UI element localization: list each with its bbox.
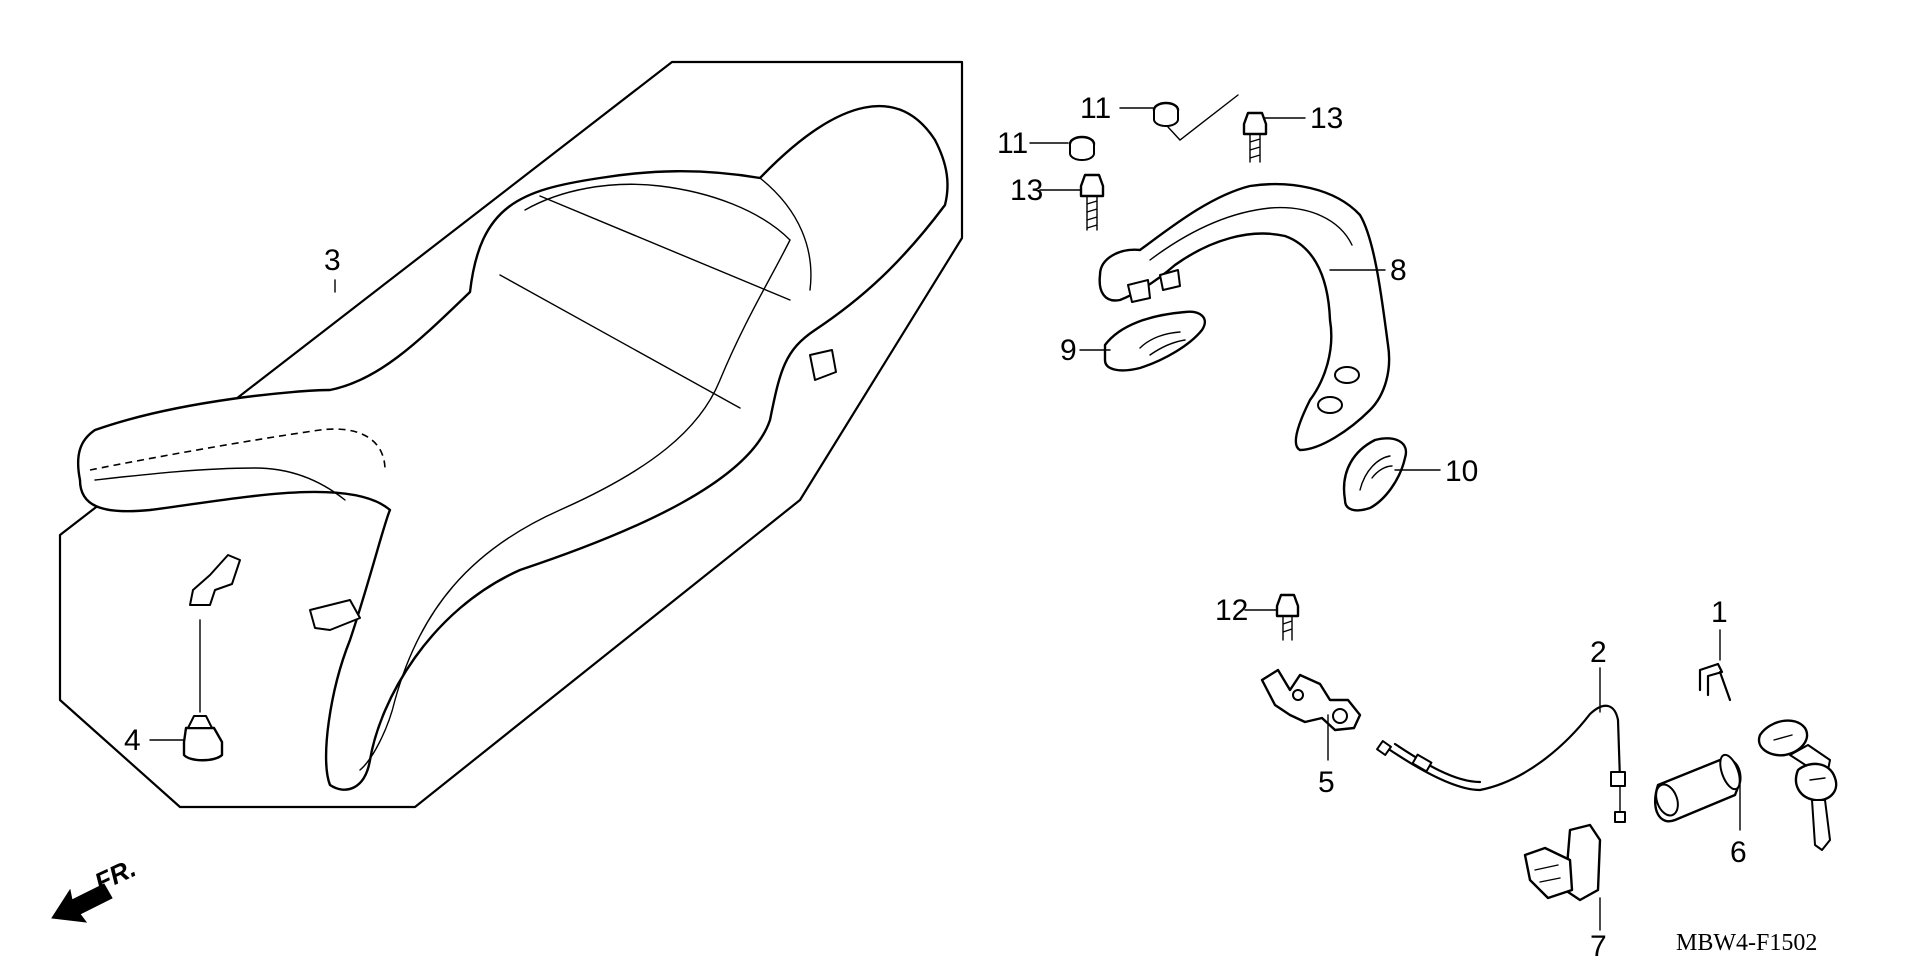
latch-hook-detail — [1534, 864, 1561, 883]
cap-upper-side — [1153, 110, 1179, 127]
bolt-13-lower-thread — [1086, 195, 1098, 231]
seat-latch[interactable] — [1523, 823, 1602, 902]
rail-bolt-hole-2 — [1317, 396, 1343, 414]
leader-lines — [149, 107, 1741, 931]
seat-rear-bracket — [309, 599, 361, 631]
key-2-head — [1794, 762, 1838, 802]
lock-collar — [1719, 753, 1741, 791]
cushion-tip — [187, 715, 213, 729]
latch-hook — [1523, 846, 1574, 900]
rubber-cushion[interactable] — [182, 619, 224, 762]
seat-release-cable[interactable] — [1376, 704, 1626, 823]
cap-upper[interactable] — [1152, 101, 1180, 127]
key-2-blade — [1811, 799, 1831, 851]
callout-12: 12 — [1215, 594, 1248, 627]
cap-lower-side — [1069, 144, 1095, 161]
cable-adjuster — [1610, 771, 1626, 787]
callout-labels: 3 4 8 9 10 11 11 12 13 13 5 2 1 6 7 — [124, 92, 1747, 959]
key-detail — [1773, 734, 1826, 781]
rail-bolt-hole-1 — [1334, 366, 1360, 384]
clip-shape — [1698, 662, 1732, 702]
seat-rider-pad-line-2 — [499, 274, 741, 409]
seat-cushion — [76, 105, 949, 791]
cushion-body — [182, 726, 224, 762]
lock-bracket-pivot — [1332, 708, 1348, 724]
callout-9: 9 — [1060, 334, 1077, 367]
bolt-13-upper-thread — [1249, 133, 1261, 163]
seat-rear-edge — [759, 177, 812, 291]
cable-ferrule — [1411, 753, 1433, 773]
bolt-13-lower-head — [1079, 173, 1105, 198]
callout-3: 3 — [324, 244, 341, 277]
rail-pad-front[interactable] — [1103, 310, 1207, 372]
callout-10: 10 — [1445, 455, 1478, 488]
callout-1: 1 — [1711, 596, 1728, 629]
grab-rail[interactable] — [1098, 182, 1391, 452]
cap-lower[interactable] — [1068, 135, 1096, 161]
lock-bracket[interactable] — [1260, 668, 1362, 732]
key-lock-set[interactable] — [1652, 719, 1838, 851]
seat-underside — [94, 467, 346, 501]
lock-bracket-hole — [1292, 689, 1304, 701]
grab-rail-body — [1098, 182, 1391, 452]
cable-end-front — [1376, 740, 1392, 756]
lock-clip[interactable] — [1698, 662, 1732, 702]
callout-13a: 13 — [1310, 102, 1343, 135]
bolt-13-lower[interactable] — [1079, 173, 1105, 231]
callout-11a: 11 — [1080, 92, 1111, 125]
callout-7: 7 — [1590, 930, 1607, 959]
seat-top-contour — [359, 183, 791, 771]
bolt-13-upper-head — [1242, 111, 1268, 136]
pad-10-cutout — [1359, 455, 1393, 491]
bolt-12[interactable] — [1275, 593, 1300, 641]
callout-5: 5 — [1318, 766, 1335, 799]
seat-front-tab — [809, 349, 837, 381]
seat-frame-outline — [58, 60, 964, 809]
seat-assembly[interactable] — [58, 60, 964, 809]
pad-9-cutout — [1139, 331, 1186, 356]
front-direction-indicator: FR. — [51, 853, 141, 923]
rail-pad-rear[interactable] — [1342, 437, 1408, 512]
bolt-13-upper[interactable] — [1242, 111, 1268, 163]
callout-6: 6 — [1730, 836, 1747, 869]
callout-13b: 13 — [1010, 174, 1043, 207]
bolt-12-thread — [1282, 615, 1293, 641]
cable-line-inner — [1393, 742, 1482, 784]
diagram-code: MBW4-F1502 — [1676, 930, 1817, 956]
rail-front-mount-2 — [1159, 269, 1181, 291]
bolt-12-head — [1275, 593, 1300, 618]
seat-stitch-line — [89, 428, 386, 471]
pad-9-body — [1103, 310, 1207, 372]
seat-rider-pad-line — [539, 195, 791, 301]
lock-face — [1655, 783, 1679, 817]
callout-4: 4 — [124, 724, 141, 757]
cable-end-rear — [1614, 811, 1626, 823]
callout-11b: 11 — [997, 127, 1028, 160]
rail-front-mount — [1127, 279, 1151, 303]
front-arrow-icon — [51, 883, 113, 923]
rail-inner-contour — [1149, 206, 1353, 261]
seat-latch-hook — [189, 554, 241, 606]
callout-8: 8 — [1390, 254, 1407, 287]
callout-2: 2 — [1590, 636, 1607, 669]
cable-line — [1388, 704, 1622, 792]
leader-11-13-link — [1167, 94, 1239, 141]
